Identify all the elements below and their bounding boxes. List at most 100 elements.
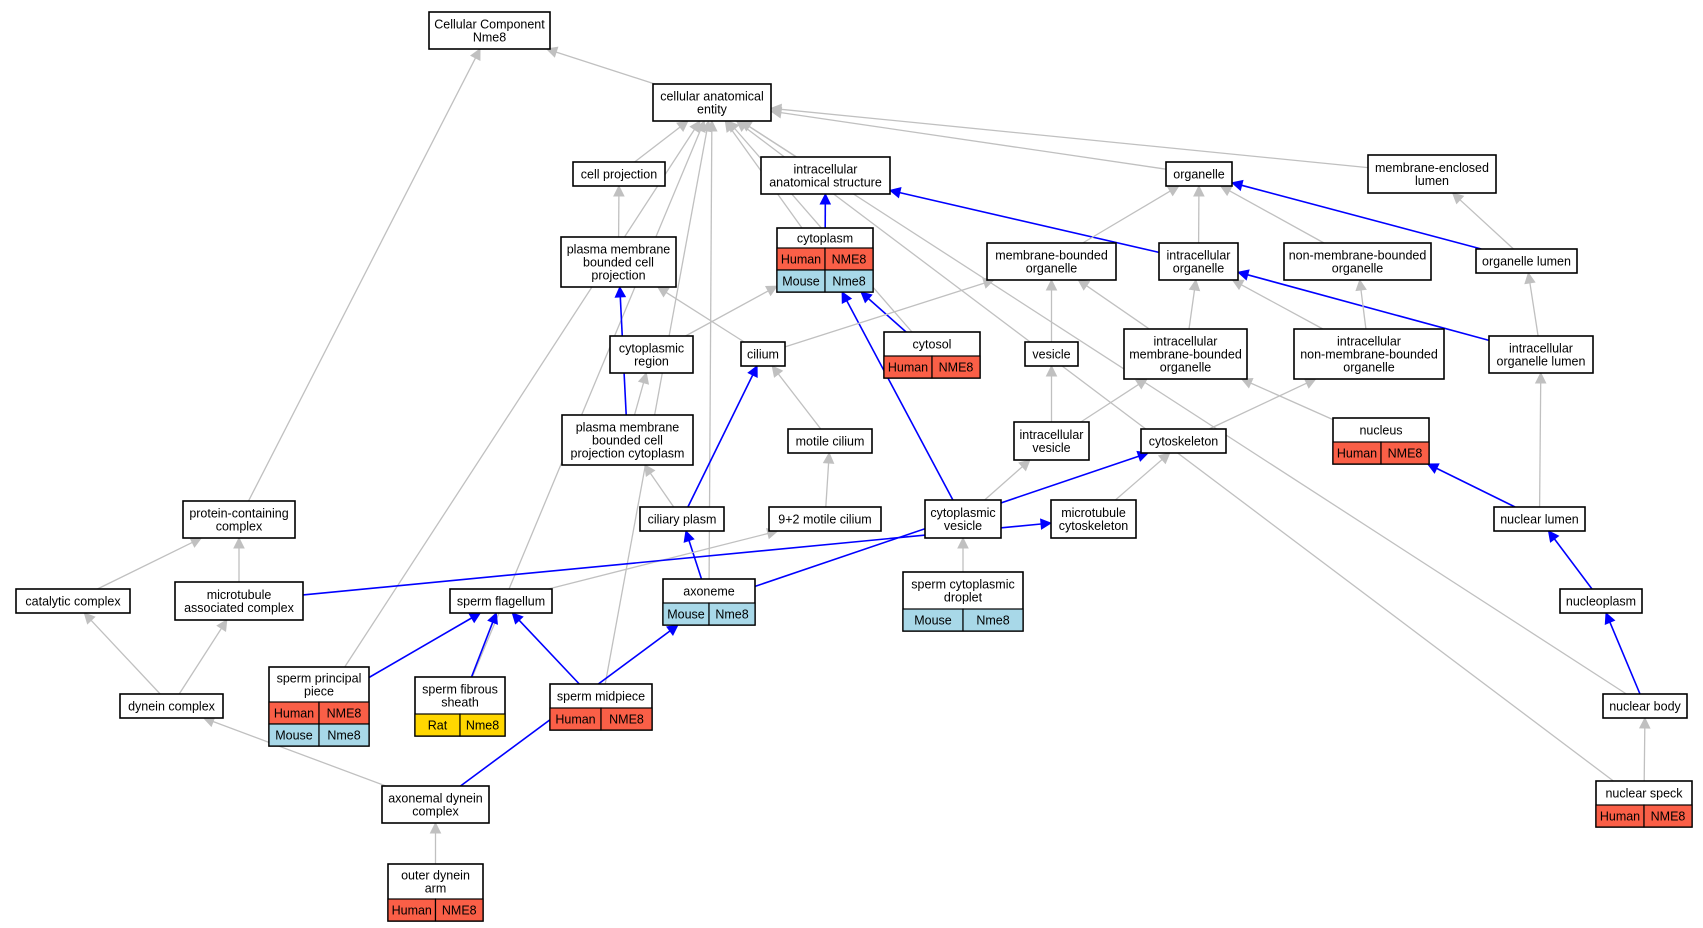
node-box	[1050, 499, 1137, 539]
edge-mbo-to-organelle	[1082, 185, 1180, 244]
node-nbody[interactable]: nuclear body	[1602, 693, 1688, 719]
arrowhead	[644, 464, 656, 477]
edge-line	[1360, 289, 1367, 330]
node-label-line: piece	[304, 685, 334, 699]
gene-cell	[459, 713, 506, 737]
node-cilium[interactable]: cilium	[740, 341, 786, 367]
edge-cvesicle-to-ivesicle	[984, 459, 1031, 501]
arrowhead	[1157, 452, 1171, 465]
edge-line	[633, 382, 645, 416]
edge-imbo-to-io	[1188, 278, 1201, 330]
arrowhead	[1045, 364, 1058, 377]
arrowhead	[1188, 278, 1201, 292]
node-organelle[interactable]: organelle	[1165, 161, 1233, 187]
node-label-line: sperm flagellum	[457, 595, 545, 609]
edge-cytosol-to-cae	[727, 120, 913, 333]
gene-cell	[962, 608, 1024, 632]
arrowhead	[819, 192, 832, 205]
arrowhead	[727, 120, 740, 133]
node-box	[428, 11, 551, 50]
node-cellproj[interactable]: cell projection	[572, 161, 666, 187]
edge-mac-to-mtcs	[302, 518, 1053, 596]
node-m92[interactable]: 9+2 motile cilium	[768, 506, 882, 532]
gene-label: NME8	[442, 904, 477, 918]
node-nucleoplasm[interactable]: nucleoplasm	[1559, 588, 1643, 614]
arrowhead	[614, 285, 627, 298]
node-box	[182, 500, 296, 539]
node-ciliary[interactable]: ciliary plasm	[639, 506, 725, 532]
node-label-line: organelle lumen	[1482, 255, 1571, 269]
edge-iol-to-io	[1236, 269, 1490, 342]
edge-line	[846, 300, 954, 501]
node-label-line: Cellular Component	[434, 18, 545, 32]
arrowhead	[1236, 269, 1250, 281]
arrowhead	[1077, 279, 1091, 291]
node-box	[15, 588, 131, 614]
edge-m92-to-motile	[822, 451, 835, 508]
node-motile[interactable]: motile cilium	[787, 428, 873, 454]
edge-line	[744, 126, 1614, 782]
edge-line	[471, 129, 701, 678]
node-label-line: organelle	[1173, 168, 1224, 182]
edge-line	[1609, 621, 1641, 695]
node-label-line: cytoplasm	[797, 232, 853, 246]
node-dynein[interactable]: dynein complex	[119, 693, 224, 719]
node-box	[609, 335, 694, 374]
node-box	[1123, 328, 1248, 380]
edge-layer	[83, 46, 1651, 864]
node-vesicle[interactable]: vesicle	[1024, 341, 1079, 367]
gene-label: Nme8	[976, 614, 1009, 628]
node-olumen[interactable]: organelle lumen	[1475, 248, 1578, 274]
edge-line	[1241, 284, 1324, 330]
edge-ivesicle-to-vesicle	[1045, 364, 1058, 422]
edge-dynein-to-mac	[178, 619, 228, 695]
arrowhead	[1045, 278, 1058, 291]
edge-ciliary-to-pmbcpc	[644, 464, 675, 508]
node-label-line: organelle lumen	[1497, 355, 1586, 369]
node-catalytic[interactable]: catalytic complex	[15, 588, 131, 614]
node-label-line: membrane-bounded	[995, 249, 1108, 263]
arrowhead	[613, 184, 625, 197]
node-inmbo[interactable]: intracellularnon-membrane-boundedorganel…	[1293, 328, 1445, 380]
gene-label: NME8	[1651, 810, 1686, 824]
node-nlumen[interactable]: nuclear lumen	[1493, 506, 1586, 532]
edge-line	[470, 622, 494, 678]
node-box	[560, 236, 677, 288]
node-box	[1293, 328, 1445, 380]
node-flagellum[interactable]: sperm flagellum	[449, 588, 553, 614]
node-box	[760, 156, 891, 195]
node-cytoskel[interactable]: cytoskeleton	[1140, 428, 1227, 454]
edge-io-to-organelle	[1193, 184, 1205, 244]
node-label-line: vesicle	[1032, 441, 1070, 455]
